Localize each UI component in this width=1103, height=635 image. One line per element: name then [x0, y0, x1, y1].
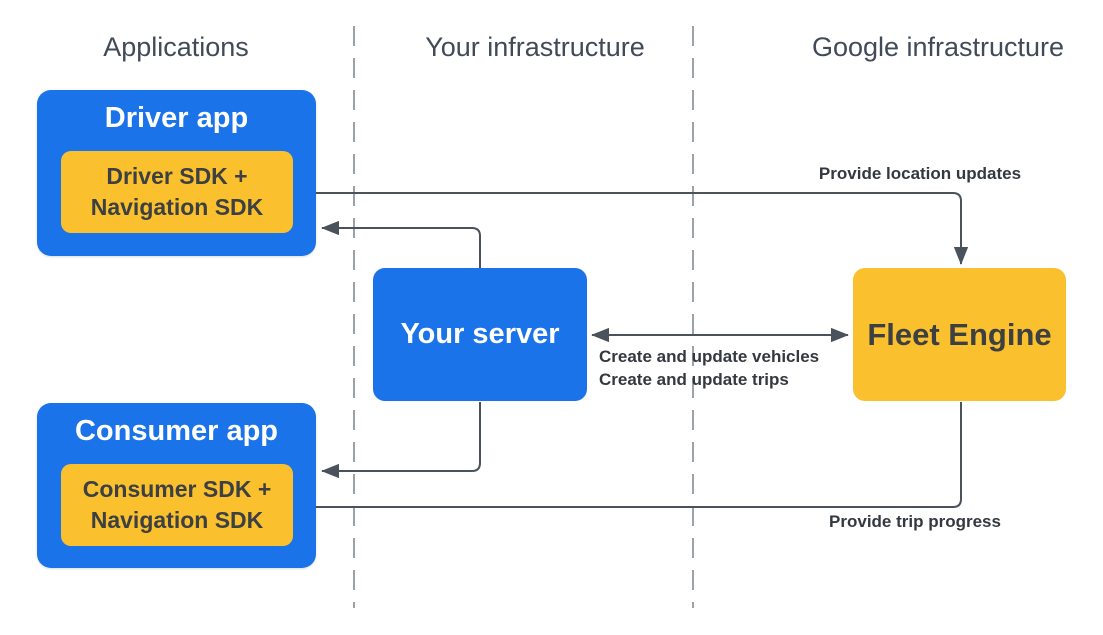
edge-label-provide-trip-progress: Provide trip progress — [829, 512, 1001, 531]
column-header-your-infrastructure: Your infrastructure — [425, 32, 645, 62]
driver-app-title: Driver app — [104, 102, 249, 134]
edge-label-provide-location-updates: Provide location updates — [818, 164, 1022, 183]
your-server-label: Your server — [400, 318, 560, 350]
edge-label-create-and-update-vehicles: Create and update vehicles — [599, 347, 820, 366]
arrow-provide-location-updates — [293, 192, 969, 265]
consumer-sdk-label-line1: Consumer SDK + — [82, 476, 272, 502]
driver-sdk-box: Driver SDK + Navigation SDK — [61, 151, 293, 233]
consumer-sdk-label-line2: Navigation SDK — [90, 507, 264, 533]
driver-sdk-label-line2: Navigation SDK — [90, 194, 264, 220]
column-header-google-infrastructure: Google infrastructure — [811, 32, 1065, 62]
your-server-box: Your server — [373, 268, 587, 401]
driver-sdk-label-line1: Driver SDK + — [106, 163, 248, 189]
driver-app-box: Driver app Driver SDK + Navigation SDK — [37, 90, 316, 256]
fleet-engine-box: Fleet Engine — [853, 268, 1066, 401]
edge-label-create-and-update-trips: Create and update trips — [599, 370, 789, 389]
arrow-server-to-consumer-app — [321, 402, 481, 479]
column-header-applications: Applications — [103, 32, 249, 62]
consumer-app-title: Consumer app — [74, 415, 279, 447]
consumer-sdk-box: Consumer SDK + Navigation SDK — [61, 464, 293, 546]
fleet-engine-label: Fleet Engine — [867, 316, 1052, 352]
arrow-server-to-driver-app — [321, 220, 481, 268]
arrow-provide-trip-progress — [298, 402, 962, 515]
consumer-app-box: Consumer app Consumer SDK + Navigation S… — [37, 403, 316, 568]
